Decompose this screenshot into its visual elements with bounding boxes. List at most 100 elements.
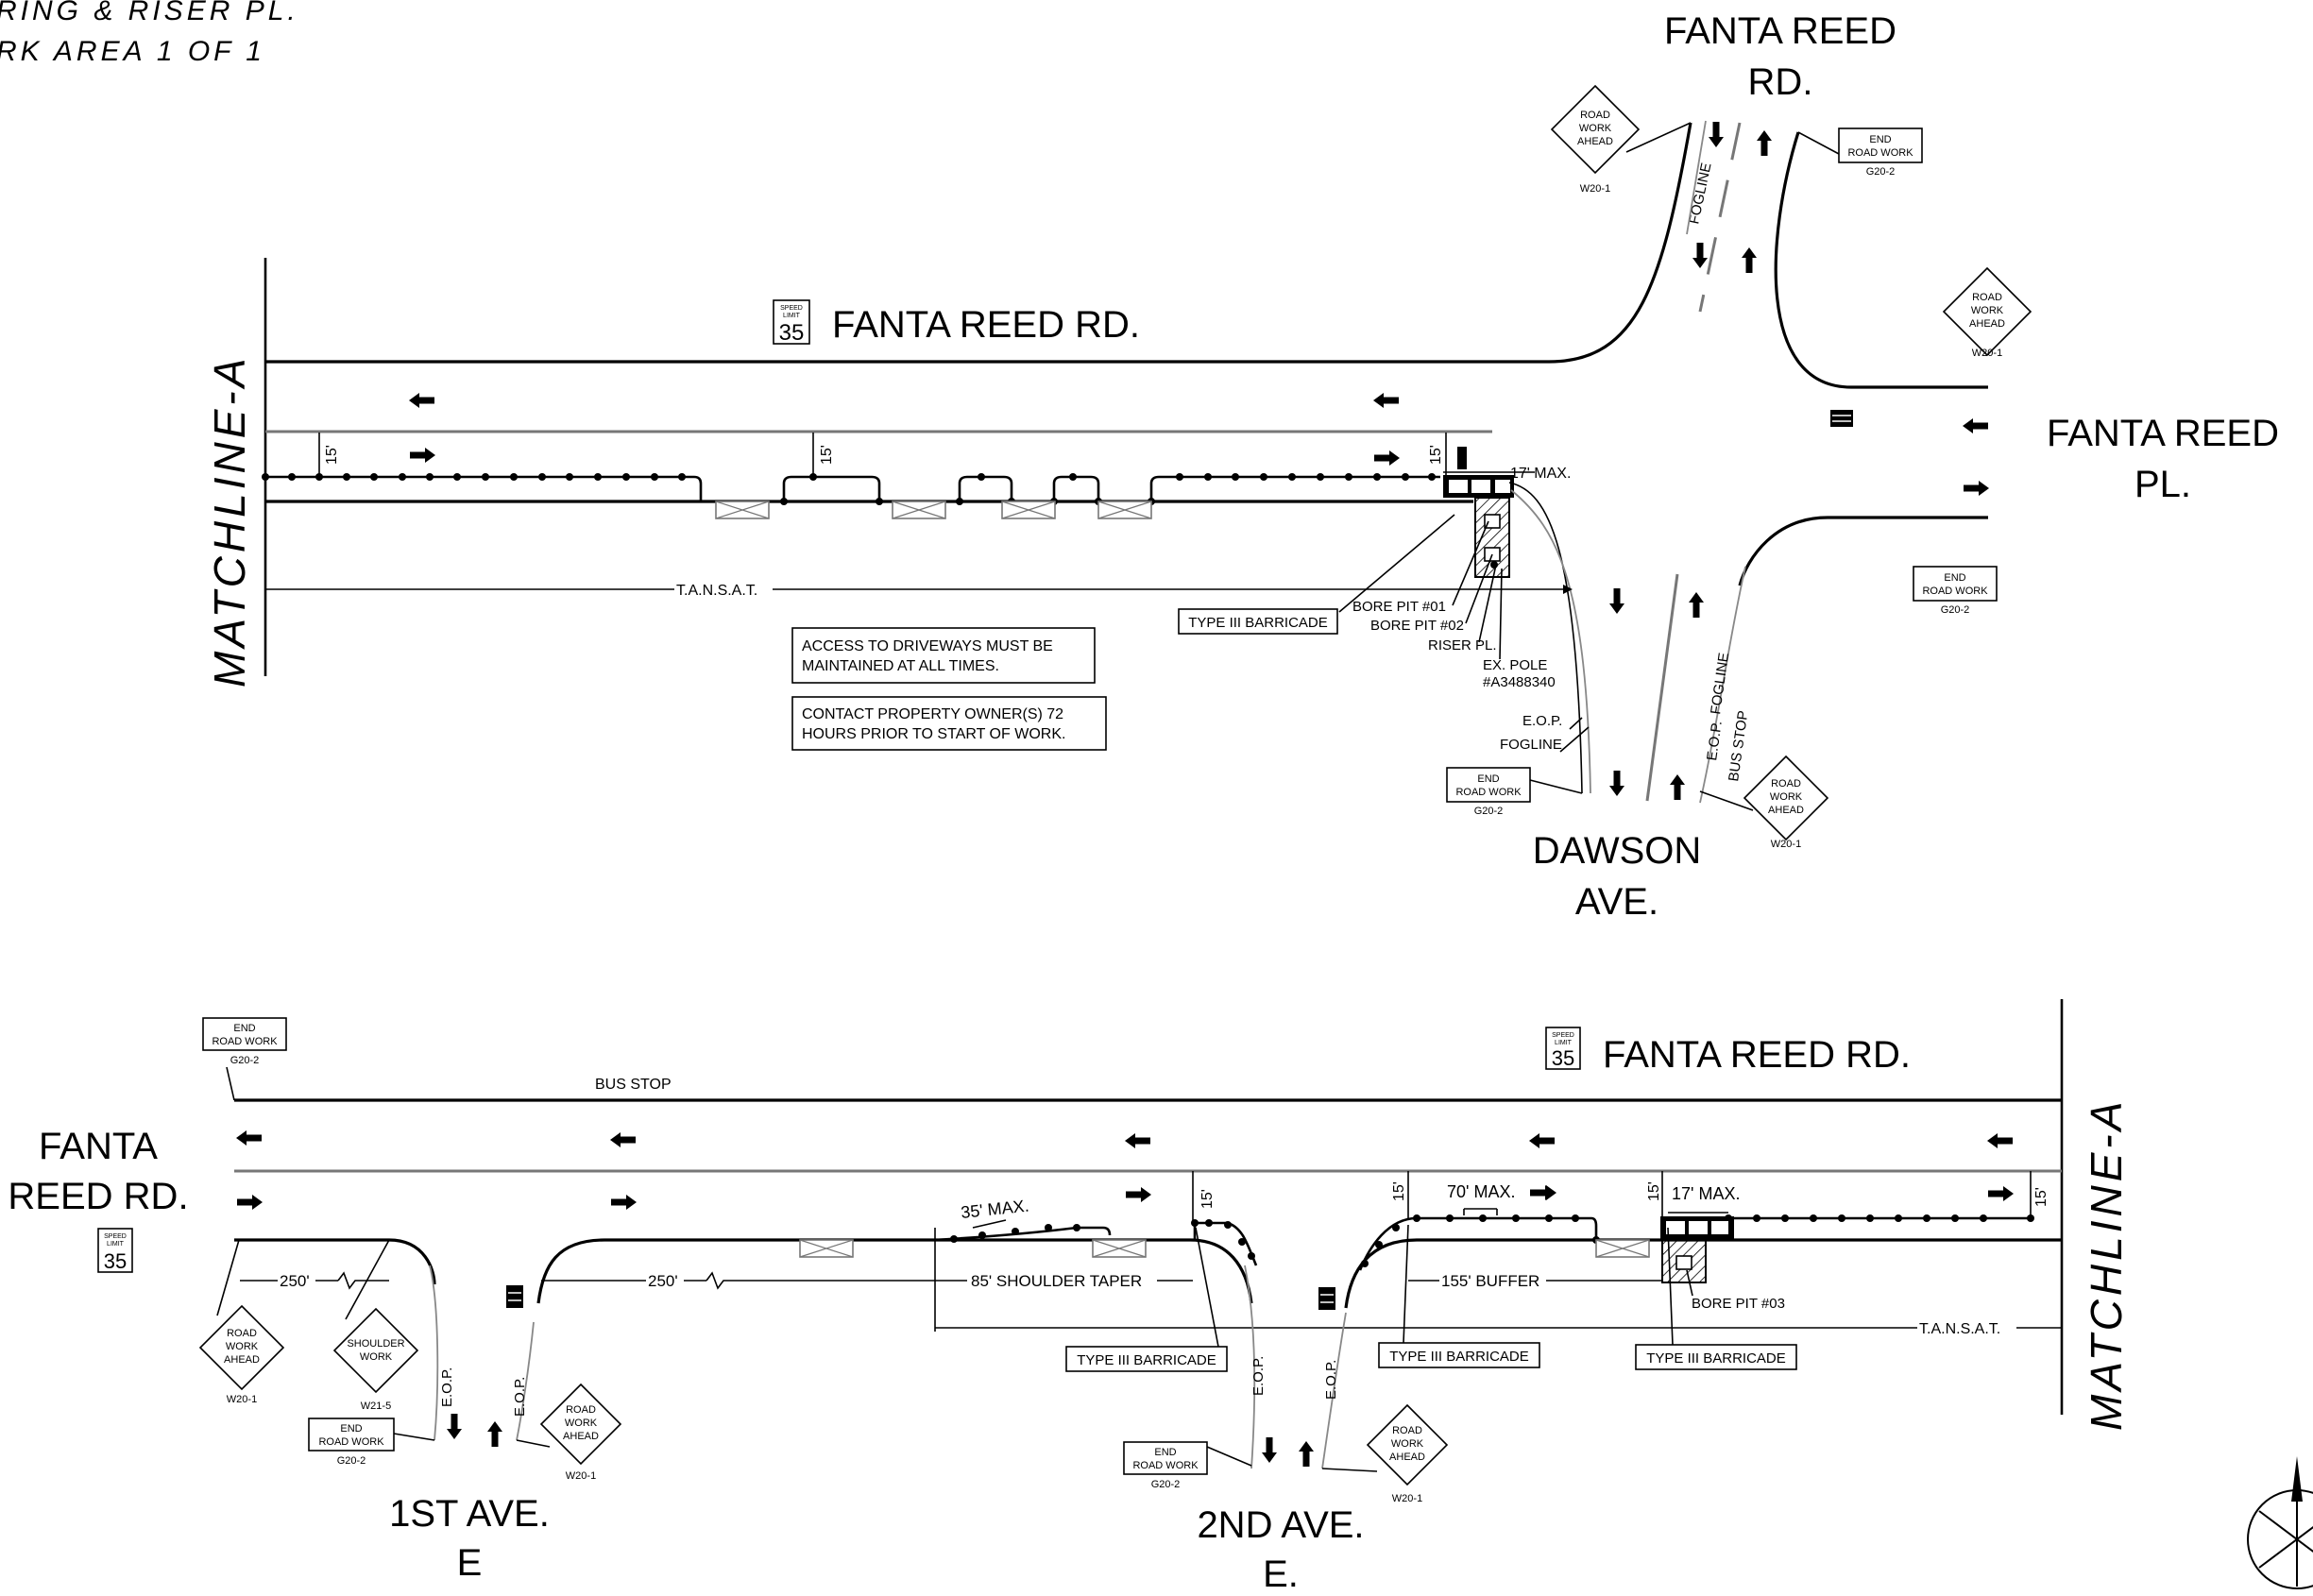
cone-dots-bottom [950,1214,2034,1267]
svg-text:ROAD: ROAD [566,1404,596,1416]
road-work-ahead-sign-dawson: ROAD WORK AHEAD W20-1 [1743,755,1829,850]
arrow-right-icon [1374,450,1400,466]
svg-text:G20-2: G20-2 [230,1055,260,1066]
svg-text:17' MAX.: 17' MAX. [1510,466,1571,482]
svg-text:ROAD: ROAD [1972,292,2002,303]
svg-text:15': 15' [1646,1181,1662,1201]
street-label-fanta-reed-rd-bottom: FANTA REED RD. [1603,1034,1911,1076]
eop-1st-ave-east [516,1321,535,1441]
eop-2nd-ave-east [1321,1312,1347,1469]
note-contact-owners: CONTACT PROPERTY OWNER(S) 72 HOURS PRIOR… [791,696,1107,751]
matchline-right-label: MATCHLINE-A [2082,1098,2131,1431]
svg-text:15': 15' [324,445,340,465]
svg-text:T.A.N.S.A.T.: T.A.N.S.A.T. [1919,1321,2000,1337]
svg-text:END: END [1944,572,1965,584]
arrow-down-icon [1609,588,1624,614]
eop-label-4: E.O.P. [1323,1360,1339,1400]
svg-text:W20-1: W20-1 [1972,348,2002,359]
sign-leader [393,1433,435,1441]
arrow-right-icon [611,1195,637,1210]
edge-of-pavement-curve [1508,482,1583,794]
arrow-down-icon [1709,122,1724,147]
eop-label-2: E.O.P. [512,1377,528,1417]
dimension-15ft-bottom-2: 15' [1391,1171,1409,1220]
svg-text:ROAD WORK: ROAD WORK [1132,1460,1199,1471]
svg-text:15': 15' [1199,1189,1216,1209]
sign-leader [516,1439,551,1448]
bore-pit-03-label: BORE PIT #03 [1692,1296,1785,1312]
leader-bore1 [1452,520,1489,606]
svg-text:G20-2: G20-2 [1151,1479,1181,1490]
arrow-down-icon [1262,1437,1277,1463]
eop-2nd-ave-west [1244,1265,1256,1469]
ex-pole-label-1: EX. POLE [1483,657,1547,673]
bore-pit-01-label: BORE PIT #01 [1352,599,1446,615]
svg-text:AHEAD: AHEAD [224,1354,260,1366]
end-road-work-sign-1st: END ROAD WORK G20-2 [308,1418,395,1467]
svg-text:LIMIT: LIMIT [1555,1040,1573,1046]
svg-text:ROAD: ROAD [1771,778,1801,790]
cone-line-top [265,475,1440,501]
dimension-17ft-max-bottom: 17' MAX. [1668,1184,1740,1214]
type3-barricade-label-bottom-2: TYPE III BARRICADE [1378,1342,1540,1368]
stop-paddle-top [1457,447,1467,469]
arrow-left-icon [236,1130,262,1146]
dawson-centerline [1645,573,1679,802]
arrow-down-icon [1692,243,1708,268]
leader [1195,1227,1219,1348]
svg-text:HOURS PRIOR TO START OF WORK.: HOURS PRIOR TO START OF WORK. [802,726,1065,742]
street-label-fanta-reed-rd-north-1: FANTA REED [1664,10,1896,52]
tansat-line-top: T.A.N.S.A.T. [265,583,1573,599]
svg-text:250': 250' [648,1272,678,1290]
road-edge-north [265,122,1692,364]
sign-leader [1321,1468,1378,1472]
arrow-left-icon [1963,418,1988,433]
driveway-marker [1595,1239,1650,1258]
svg-text:ROAD: ROAD [1580,110,1610,121]
fogline-south-curve [1699,566,1746,804]
svg-text:17' MAX.: 17' MAX. [1672,1184,1740,1203]
road-edge-1st-ave-east [536,1238,944,1304]
svg-text:35: 35 [104,1249,127,1273]
arrow-left-icon [1373,393,1399,408]
dimension-70ft-max: 70' MAX. [1447,1182,1515,1215]
east-corner-curve-north [1774,131,1988,389]
street-label-1st-ave-2: E [457,1542,483,1584]
street-label-fanta-left-2: REED RD. [8,1176,188,1217]
arrow-left-icon [409,393,434,408]
arrow-up-icon [1757,130,1772,156]
sign-leader [216,1239,240,1316]
tansat-line-bottom: T.A.N.S.A.T. [935,1321,2062,1337]
svg-text:G20-2: G20-2 [1474,806,1504,817]
driveway-marker [799,1239,854,1258]
dimension-250ft-2: 250' [541,1271,935,1290]
svg-text:15': 15' [1391,1181,1407,1201]
arrow-left-icon [1125,1133,1150,1148]
street-label-1st-ave-1: 1ST AVE. [389,1493,550,1535]
sign-leader [1206,1446,1252,1467]
north-arrow-icon [2247,1456,2313,1589]
driveway-marker [1092,1239,1147,1258]
svg-text:G20-2: G20-2 [1866,166,1896,178]
svg-text:LIMIT: LIMIT [783,313,801,319]
svg-text:TYPE III BARRICADE: TYPE III BARRICADE [1077,1352,1216,1368]
arrow-up-icon [1689,592,1704,618]
svg-text:WORK: WORK [1770,791,1803,803]
svg-text:WORK: WORK [226,1341,259,1352]
svg-text:ACCESS TO DRIVEWAYS MUST BE: ACCESS TO DRIVEWAYS MUST BE [802,638,1053,654]
driveway-marker [715,501,770,519]
title-line-1: RING & RISER PL. [0,0,299,26]
driveway-marker [892,501,946,519]
svg-text:END: END [1869,134,1891,145]
eop-label-1: E.O.P. [439,1367,455,1407]
svg-text:AHEAD: AHEAD [563,1431,599,1442]
street-label-fanta-reed-pl-2: PL. [2134,464,2191,505]
road-edge-1st-ave-west [234,1238,436,1285]
street-label-dawson-1: DAWSON [1533,830,1702,872]
svg-text:SHOULDER: SHOULDER [347,1338,404,1350]
svg-text:W20-1: W20-1 [1580,183,1610,195]
eop-label-dawson: E.O.P. [1704,720,1726,761]
leader [1667,1227,1674,1346]
svg-text:SPEED: SPEED [780,305,803,312]
eop-label-3: E.O.P. [1250,1356,1267,1396]
